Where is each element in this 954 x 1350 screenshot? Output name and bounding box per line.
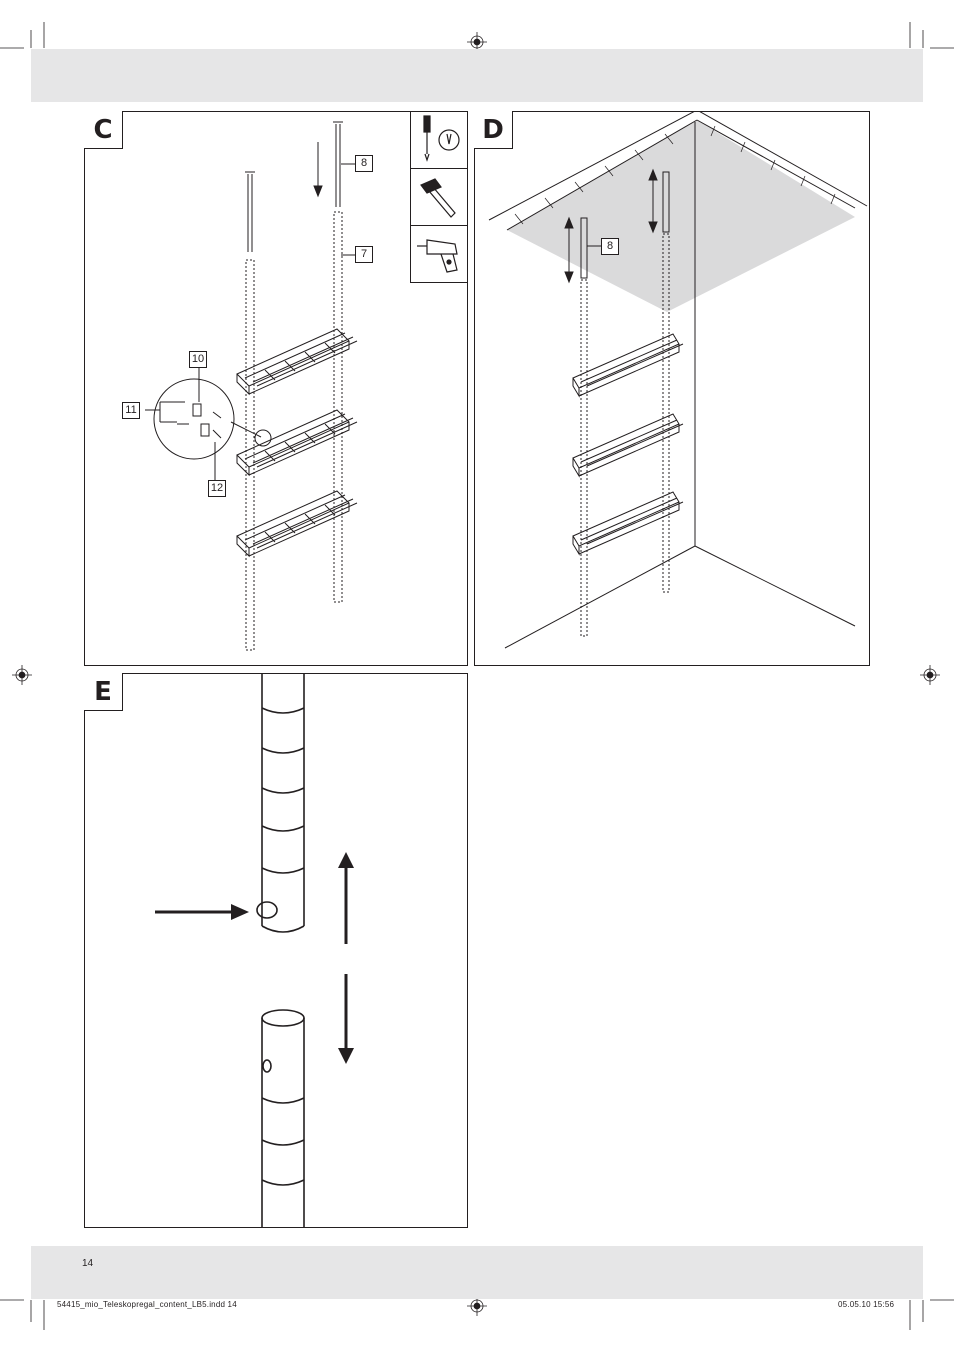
callout-label: 8 bbox=[355, 155, 373, 172]
panel-letter: E bbox=[84, 673, 123, 711]
panel-c-illustration bbox=[145, 121, 358, 651]
footer-band bbox=[31, 1246, 923, 1299]
slug-filename: 54415_mio_Teleskopregal_content_LB5.indd… bbox=[57, 1300, 237, 1309]
slug-timestamp: 05.05.10 15:56 bbox=[838, 1300, 895, 1309]
tool-box-screwdriver bbox=[410, 111, 468, 169]
panel-e-illustration bbox=[155, 674, 354, 1227]
callout-label: 12 bbox=[208, 480, 226, 497]
panel-letter: D bbox=[474, 111, 513, 149]
callout-label: 10 bbox=[189, 351, 207, 368]
panel-d-illustration bbox=[488, 112, 868, 649]
panel-e: E bbox=[84, 673, 468, 1228]
screwdriver-icon bbox=[423, 115, 460, 162]
registration-mark-top bbox=[467, 32, 487, 52]
header-band bbox=[31, 49, 923, 102]
hammer-icon bbox=[420, 178, 456, 218]
registration-mark-right bbox=[920, 665, 940, 685]
drill-icon bbox=[417, 239, 458, 273]
page-number: 14 bbox=[82, 1258, 94, 1269]
registration-mark-left bbox=[12, 665, 32, 685]
registration-mark-bottom bbox=[467, 1296, 487, 1316]
panel-letter: C bbox=[84, 111, 123, 149]
tool-box-drill bbox=[410, 225, 468, 283]
callout-label: 8 bbox=[601, 238, 619, 255]
tool-box-hammer bbox=[410, 168, 468, 226]
panel-c: C 8 7 10 11 12 bbox=[84, 111, 468, 666]
callout-label: 7 bbox=[355, 246, 373, 263]
panel-d: D 8 bbox=[474, 111, 870, 666]
callout-label: 11 bbox=[122, 402, 140, 419]
